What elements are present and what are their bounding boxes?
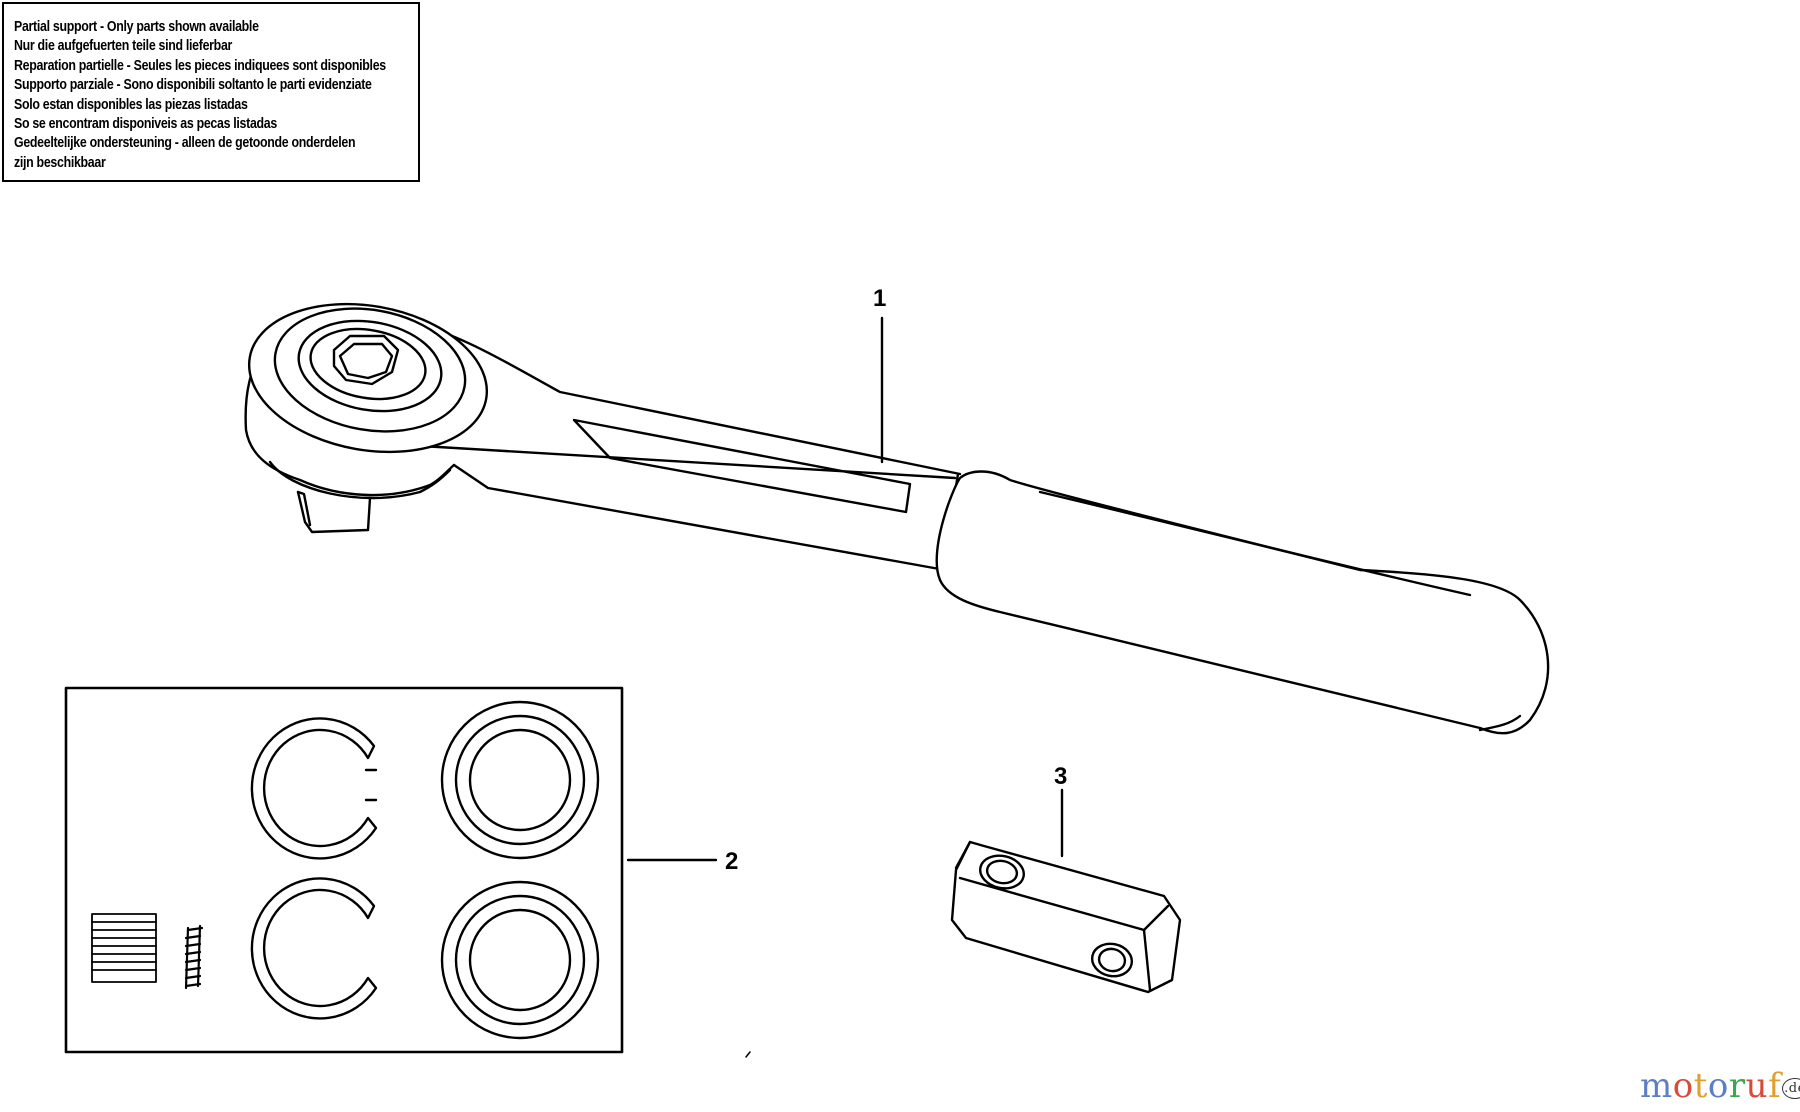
ratchet-beam-bottom (452, 463, 947, 572)
partial-support-notice: Partial support - Only parts shown avail… (2, 2, 420, 182)
drive-square-ball-top (979, 854, 1025, 890)
watermark-letter: o (1707, 1066, 1729, 1106)
watermark-letter: f (1768, 1066, 1782, 1106)
repair-kit-box (64, 686, 624, 1054)
notice-line: Nur die aufgefuerten teile sind lieferba… (14, 38, 233, 55)
stray-mark (745, 1051, 751, 1058)
drive-square (950, 840, 1182, 994)
notice-line: So se encontram disponiveis as pecas lis… (14, 116, 277, 133)
drive-square-body (950, 840, 1182, 994)
repair-kit (64, 686, 624, 1054)
watermark-suffix: .de (1782, 1077, 1800, 1099)
notice-line: Gedeeltelijke ondersteuning - alleen de … (14, 135, 356, 152)
watermark-letter: o (1672, 1066, 1694, 1106)
snap-ring-top (250, 717, 378, 860)
pawl (91, 913, 157, 983)
watermark-letter: t (1693, 1066, 1708, 1106)
ratchet-grip (935, 470, 1550, 735)
watermark-logo: motoruf.de (1640, 1066, 1800, 1106)
washer-top (440, 700, 600, 860)
notice-line: Partial support - Only parts shown avail… (14, 19, 259, 35)
ratchet-wrench (244, 302, 1550, 735)
spring (184, 924, 204, 990)
notice-line: Reparation partielle - Seules les pieces… (14, 57, 386, 74)
ratchet-head (244, 346, 456, 497)
ratchet-beam-top (390, 434, 957, 480)
notice-line: Supporto parziale - Sono disponibili sol… (14, 77, 372, 94)
notice-line: zijn beschikbaar (14, 154, 106, 171)
snap-ring-bottom (250, 877, 378, 1020)
ratchet-label-recess (572, 418, 912, 514)
callout-3: 3 (1054, 763, 1067, 790)
watermark-letter: u (1745, 1066, 1769, 1106)
ratchet-square-drive (296, 490, 372, 534)
callout-1: 1 (873, 285, 886, 312)
ratchet-head-ring-inner (297, 319, 443, 413)
watermark-letter: m (1640, 1066, 1673, 1106)
watermark-letter: r (1728, 1066, 1746, 1106)
washer-bottom (440, 880, 600, 1040)
notice-line: Solo estan disponibles las piezas listad… (14, 96, 248, 113)
ratchet-head-ring-middle (273, 307, 467, 433)
callout-2: 2 (725, 848, 738, 875)
drive-square-ball-bottom (1090, 942, 1134, 978)
